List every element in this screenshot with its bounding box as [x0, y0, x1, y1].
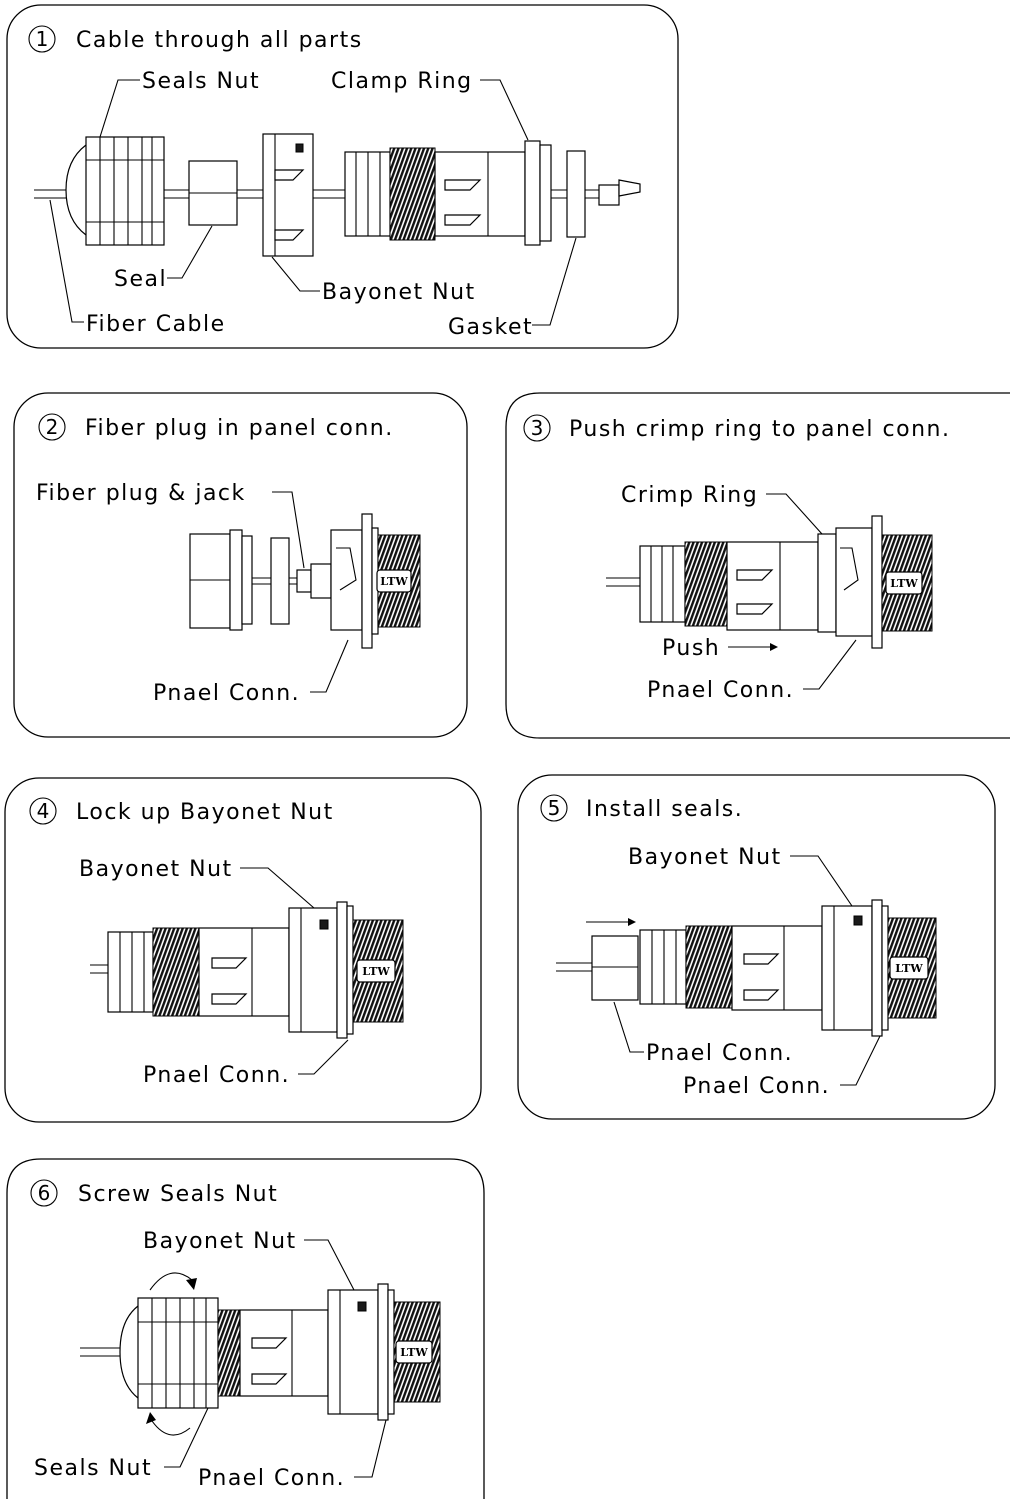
step-5-panel: 5 Install seals. LTW Bayonet Nut Pnael C… — [517, 774, 996, 1120]
step-3-panel: 3 Push crimp ring to panel conn. LTW Cri… — [505, 392, 1010, 739]
step-1-number-circle — [28, 25, 56, 53]
seal-part — [591, 935, 639, 1001]
rotate-arrow-top-icon — [149, 1272, 193, 1291]
label-panel-conn-b: Pnael Conn. — [683, 1074, 830, 1099]
step-2-number: 2 — [46, 415, 59, 439]
ltw-logo: LTW — [890, 577, 918, 590]
bayonet-nut-part — [288, 907, 338, 1033]
label-push: Push — [662, 636, 720, 661]
label-seals-nut: Seals Nut — [142, 69, 260, 94]
label-fiber-cable: Fiber Cable — [86, 312, 226, 337]
step-4-title: Lock up Bayonet Nut — [76, 800, 334, 825]
step-4-panel: 4 Lock up Bayonet Nut LTW Bayonet Nut Pn… — [4, 777, 482, 1123]
step-5-title: Install seals. — [586, 797, 743, 822]
label-fiber-plug-jack: Fiber plug & jack — [36, 481, 246, 506]
label-panel-conn: Pnael Conn. — [647, 678, 794, 703]
ltw-logo: LTW — [400, 1346, 428, 1359]
label-panel-conn-a: Pnael Conn. — [646, 1041, 793, 1066]
label-gasket: Gasket — [448, 315, 533, 340]
label-seal: Seal — [114, 267, 167, 292]
label-bayonet-nut: Bayonet Nut — [79, 857, 233, 882]
step-1-panel: 1 Cable through all parts — [6, 4, 679, 349]
bayonet-nut-part — [327, 1289, 379, 1415]
step-6-panel: 6 Screw Seals Nut LTW — [6, 1158, 485, 1499]
label-bayonet-nut: Bayonet Nut — [628, 845, 782, 870]
crimp-ring-part — [817, 533, 837, 633]
step-3-title: Push crimp ring to panel conn. — [569, 417, 950, 442]
seals-nut-part — [65, 136, 165, 246]
bayonet-nut-part — [821, 905, 873, 1031]
ltw-logo: LTW — [362, 965, 390, 978]
step-1-title: Cable through all parts — [76, 28, 363, 53]
step-5-number: 5 — [548, 796, 561, 820]
step-1-number: 1 — [36, 27, 49, 51]
seals-nut-part — [119, 1297, 219, 1409]
clamp-ring-part — [524, 140, 541, 246]
step-2-panel: 2 Fiber plug in panel conn. LTW Fiber pl… — [13, 392, 468, 738]
label-panel-conn: Pnael Conn. — [153, 681, 300, 706]
label-seals-nut: Seals Nut — [34, 1456, 152, 1481]
panel-connector-part: LTW — [330, 513, 421, 649]
ltw-logo: LTW — [380, 575, 408, 588]
label-bayonet-nut: Bayonet Nut — [143, 1229, 297, 1254]
ltw-logo: LTW — [895, 962, 923, 975]
step-6-number: 6 — [38, 1181, 51, 1205]
rotate-arrow-bottom-icon — [149, 1417, 191, 1436]
label-crimp-ring: Crimp Ring — [621, 483, 758, 508]
label-clamp-ring: Clamp Ring — [331, 69, 473, 94]
step-4-number: 4 — [37, 799, 50, 823]
threaded-body-part — [344, 147, 526, 241]
label-bayonet-nut: Bayonet Nut — [322, 280, 476, 305]
label-panel-conn: Pnael Conn. — [143, 1063, 290, 1088]
gasket-part — [566, 150, 586, 238]
step-3-number: 3 — [531, 416, 544, 440]
step-6-title: Screw Seals Nut — [78, 1182, 278, 1207]
bayonet-nut-part — [262, 133, 314, 257]
label-panel-conn: Pnael Conn. — [198, 1466, 345, 1491]
step-2-title: Fiber plug in panel conn. — [85, 416, 394, 441]
